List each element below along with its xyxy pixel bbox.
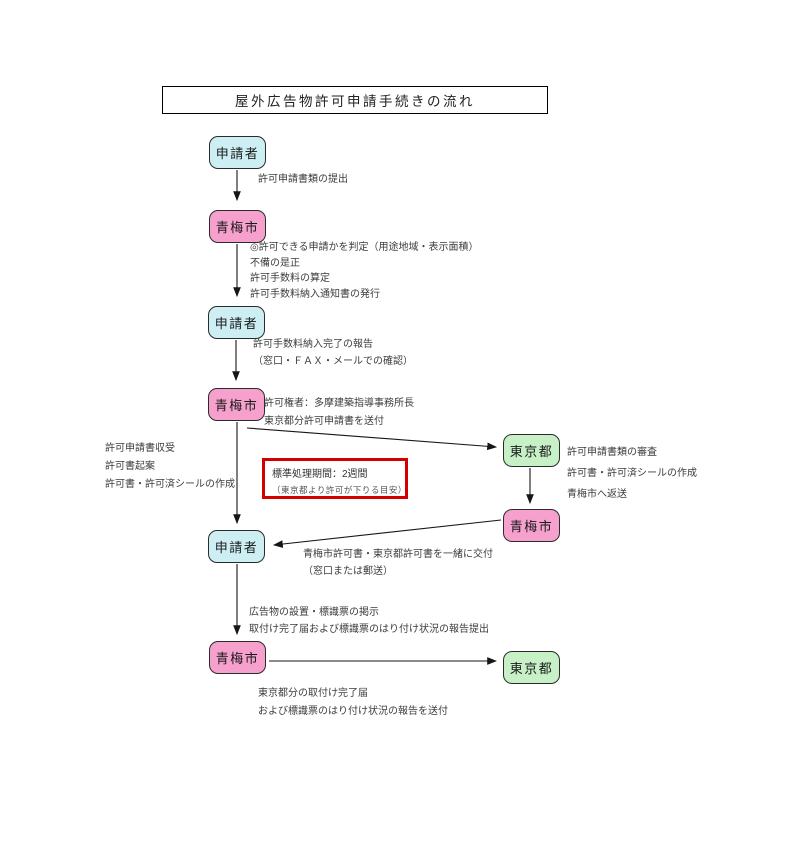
arrow-ome3-to-applicant3 [272,519,502,548]
node-label: 青梅市 [214,398,259,413]
processing-period-box: 標準処理期間：2週間 （東京都より許可が下りる目安） [262,458,408,499]
annotation-ome-internal-process: 許可申請書収受 許可書起案 許可書・許可済シールの作成 [105,443,235,490]
annotation-ome-screening: ◎許可できる申請かを判定（用途地域・表示面積） 不備の是正 許可手数料の算定 許… [250,242,479,300]
node-ome-city-4: 青梅市 [209,641,266,674]
annotation-install-report: 広告物の設置・標識票の掲示 取付け完了届および標識票のはり付け状況の報告提出 [249,607,489,635]
node-label: 申請者 [214,540,259,555]
processing-period-note: （東京都より許可が下りる目安） [272,485,407,495]
annotation-submit-documents: 許可申請書類の提出 [258,174,348,185]
flow-title: 屋外広告物許可申請手続きの流れ [235,94,475,109]
node-tokyo-1: 東京都 [503,434,560,467]
node-label: 東京都 [509,444,554,459]
node-label: 青梅市 [215,220,260,235]
node-label: 申請者 [214,316,259,331]
node-ome-city-2: 青梅市 [208,388,265,421]
node-ome-city-1: 青梅市 [209,210,266,243]
node-label: 青梅市 [215,651,260,666]
arrow-ome2-to-tokyo1 [246,427,498,451]
annotation-tokyo-review: 許可申請書類の審査 許可書・許可済シールの作成 青梅市へ返送 [567,447,697,500]
node-applicant-2: 申請者 [208,306,265,339]
node-tokyo-2: 東京都 [503,651,560,684]
annotation-send-completion-to-tokyo: 東京都分の取付け完了届 および標識票のはり付け状況の報告を送付 [258,688,448,717]
node-label: 東京都 [509,661,554,676]
processing-period-title: 標準処理期間：2週間 [272,469,368,480]
node-label: 申請者 [215,146,260,161]
node-ome-city-3: 青梅市 [503,509,560,542]
node-label: 青梅市 [509,519,554,534]
node-applicant-3: 申請者 [208,530,265,563]
annotation-deliver-permits: 青梅市許可書・東京都許可書を一緒に交付 （窓口または郵送） [303,549,493,577]
annotation-permit-authority: 許可権者：多摩建築指導事務所長 東京都分許可申請書を送付 [264,398,414,427]
node-applicant-1: 申請者 [209,136,266,169]
flow-title-box: 屋外広告物許可申請手続きの流れ [162,86,548,114]
annotation-fee-payment-report: 許可手数料納入完了の報告 （窓口・ＦＡＸ・メールでの確認） [253,339,413,367]
